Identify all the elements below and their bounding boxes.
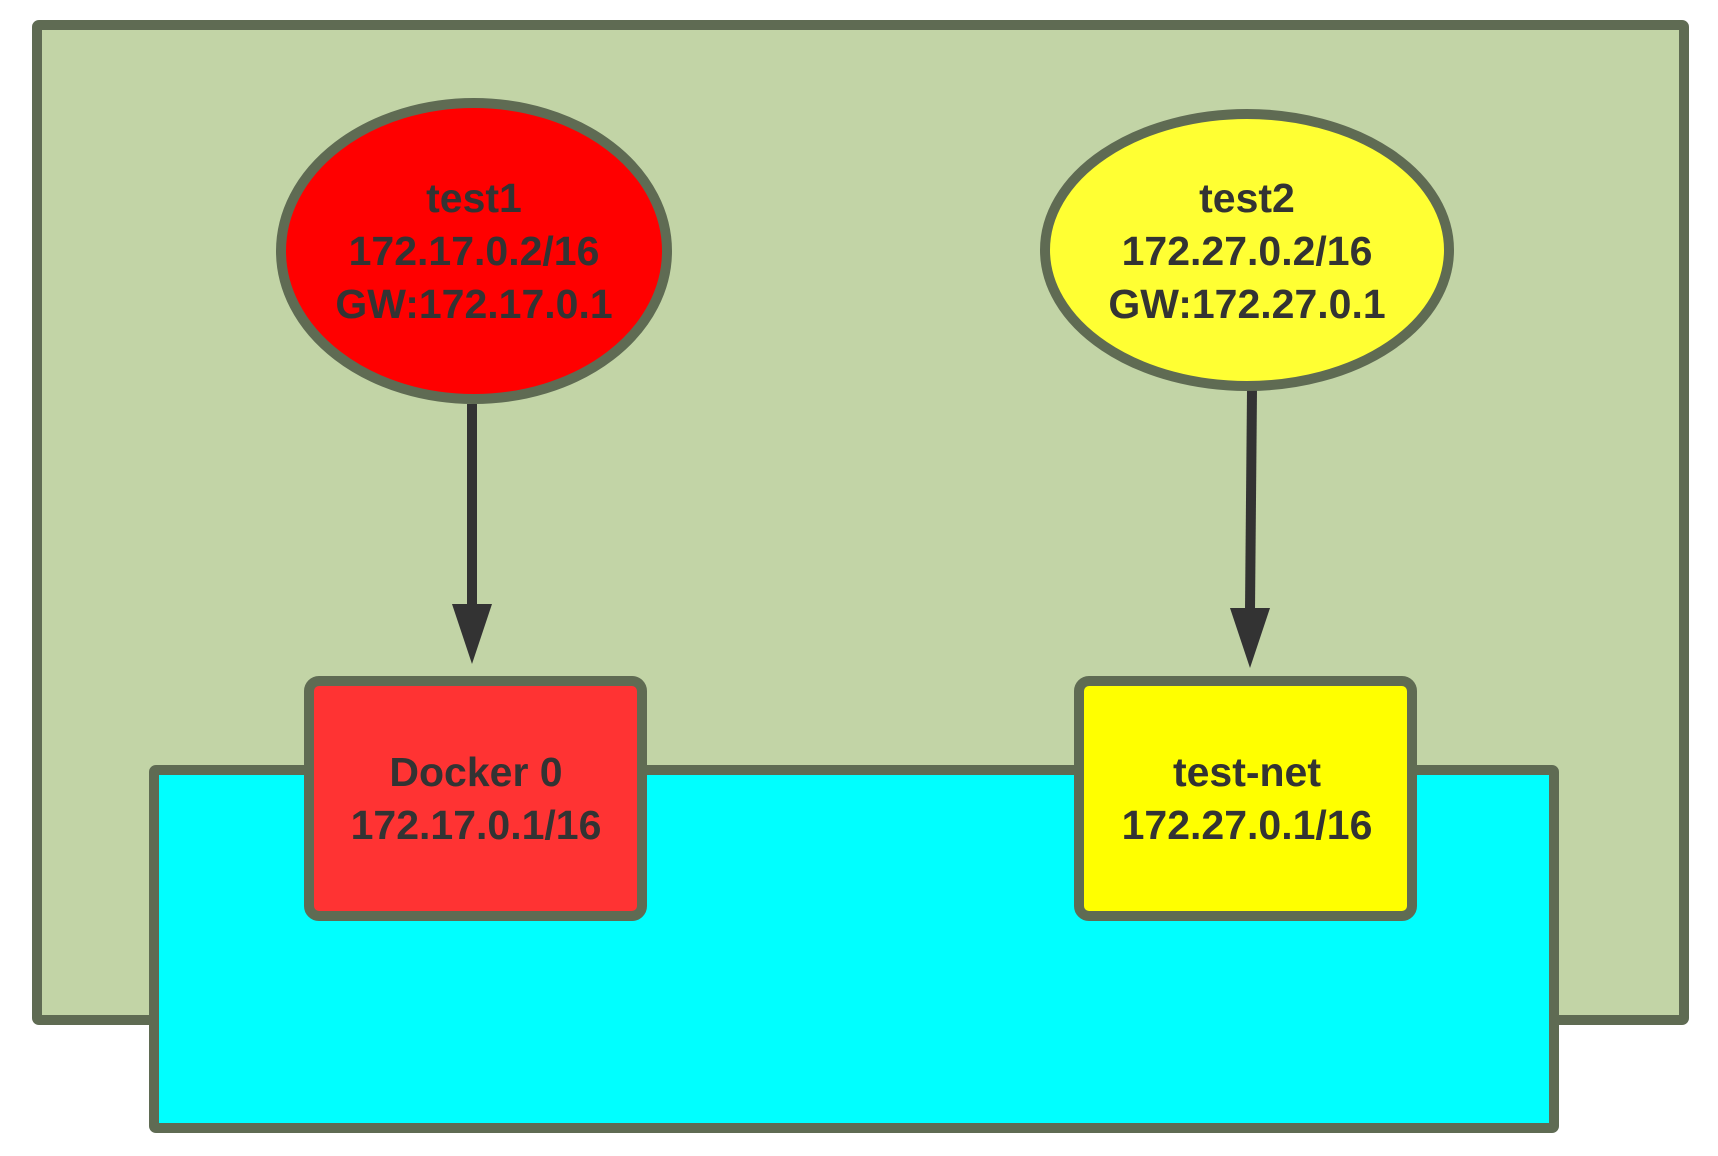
network-docker0: Docker 0 172.17.0.1/16 bbox=[304, 676, 647, 921]
container-test1-name: test1 bbox=[426, 175, 522, 221]
network-testnet-name: test-net bbox=[1173, 749, 1321, 795]
container-test2: test2 172.27.0.2/16 GW:172.27.0.1 bbox=[1040, 109, 1454, 391]
network-testnet-subnet: 172.27.0.1/16 bbox=[1122, 802, 1373, 848]
network-testnet-shape bbox=[1074, 676, 1417, 921]
arrow-test2-to-testnet bbox=[1245, 389, 1257, 611]
arrowhead-test2 bbox=[1230, 608, 1270, 668]
container-test1-gateway: GW:172.17.0.1 bbox=[335, 281, 612, 327]
container-test2-shape bbox=[1040, 109, 1454, 391]
container-test2-gateway: GW:172.27.0.1 bbox=[1108, 281, 1385, 327]
container-test1: test1 172.17.0.2/16 GW:172.17.0.1 bbox=[276, 98, 672, 404]
network-docker0-name: Docker 0 bbox=[389, 749, 562, 795]
container-test2-ip: 172.27.0.2/16 bbox=[1122, 228, 1373, 274]
network-docker0-subnet: 172.17.0.1/16 bbox=[351, 802, 602, 848]
network-docker0-shape bbox=[304, 676, 647, 921]
container-test2-name: test2 bbox=[1199, 175, 1295, 221]
container-test1-shape bbox=[276, 98, 672, 404]
network-testnet: test-net 172.27.0.1/16 bbox=[1074, 676, 1417, 921]
container-test1-ip: 172.17.0.2/16 bbox=[349, 228, 600, 274]
arrowhead-test1 bbox=[452, 604, 492, 664]
